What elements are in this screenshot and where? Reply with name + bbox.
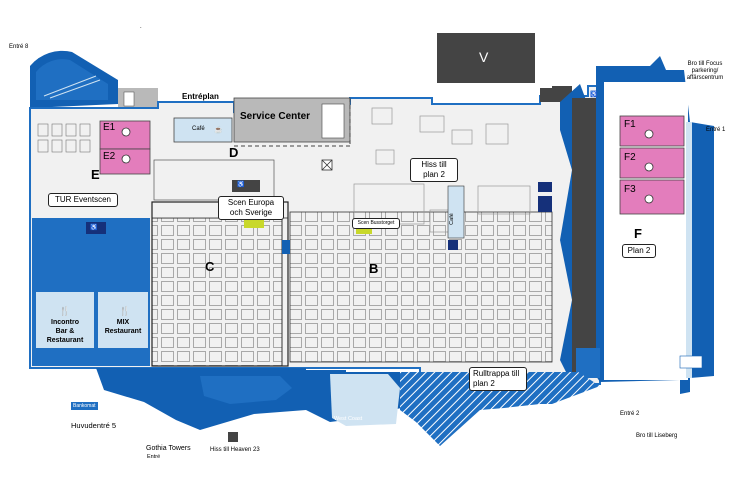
scen-europa-sign[interactable]: Scen Europa och Sverige — [218, 196, 284, 220]
entreplan-label: Entréplan — [182, 92, 219, 101]
incontro-dining-icon: 🍴 — [59, 306, 71, 316]
hall-f — [560, 56, 714, 394]
huvudentre-label[interactable]: Huvudentré 5 — [71, 421, 117, 430]
bottom-wing — [96, 368, 600, 446]
scen-busstorget-stage — [356, 228, 372, 234]
bro-liseberg-label[interactable]: Bro till Liseberg — [636, 433, 678, 439]
hall-e-label: E — [91, 167, 100, 182]
mix-dining-icon: 🍴 — [119, 306, 131, 316]
room-e2-label[interactable]: E2 — [103, 151, 116, 162]
entre8-label[interactable]: Entré 8 — [9, 44, 29, 50]
hall-c-grid — [151, 217, 283, 367]
room-e1-label[interactable]: E1 — [103, 122, 116, 133]
room-f3-label[interactable]: F3 — [624, 184, 636, 195]
coffee-icon: ☕ — [214, 127, 223, 134]
plan2-sign[interactable]: Plan 2 — [622, 244, 656, 258]
room-f2-shape — [619, 147, 685, 179]
entre8-rotunda — [30, 50, 158, 110]
bankomat-label[interactable]: Bankomat — [71, 402, 98, 410]
stray-dot: . — [140, 24, 142, 30]
cafe-vertical-label: Café — [448, 213, 455, 225]
bro-focus-label[interactable]: Bro till Focus parkering/ affärscentrum — [686, 61, 724, 81]
hall-v-shape — [437, 33, 535, 83]
service-center-label[interactable]: Service Center — [240, 111, 311, 122]
incontro-label[interactable]: Incontro Bar & Restaurant — [46, 319, 84, 344]
tur-eventscen-sign[interactable]: TUR Eventscen — [48, 193, 118, 207]
rulltrappa-sign[interactable]: Rulltrappa till plan 2 — [469, 367, 527, 391]
hall-c-label: C — [205, 259, 215, 274]
hiss-plan2-sign[interactable]: Hiss till plan 2 — [410, 158, 458, 182]
hall-v-label: V — [479, 49, 489, 65]
hall-b-grid — [289, 211, 553, 363]
entre2-label[interactable]: Entré 2 — [620, 411, 640, 417]
left-wing — [32, 114, 150, 366]
hiss-heaven-label[interactable]: Hiss till Heaven 23 — [210, 447, 260, 453]
room-e2-shape — [99, 148, 151, 175]
room-f2-label[interactable]: F2 — [624, 152, 636, 163]
scen-busstorget-sign[interactable]: Scen Busstorget — [352, 218, 400, 229]
hall-d-label: D — [229, 145, 239, 160]
toilet-icon-center: ♿ — [237, 182, 245, 188]
room-f1-label[interactable]: F1 — [624, 119, 636, 130]
mix-label[interactable]: MIX Restaurant — [104, 319, 142, 335]
cafe-shape — [173, 117, 233, 143]
entre1-label[interactable]: Entré 1 — [706, 127, 726, 133]
west-coast-label[interactable]: West Coast — [334, 416, 363, 422]
gothia-label[interactable]: Gothia Towers — [146, 445, 191, 452]
hall-b-label: B — [369, 261, 379, 276]
hall-f-label: F — [634, 226, 642, 241]
gothia-entre-label: Entré — [147, 454, 161, 460]
toilet-icon-right: ♿ — [590, 92, 598, 98]
cafe-label[interactable]: Café — [192, 126, 205, 132]
toilet-icon: ♿ — [90, 225, 98, 231]
